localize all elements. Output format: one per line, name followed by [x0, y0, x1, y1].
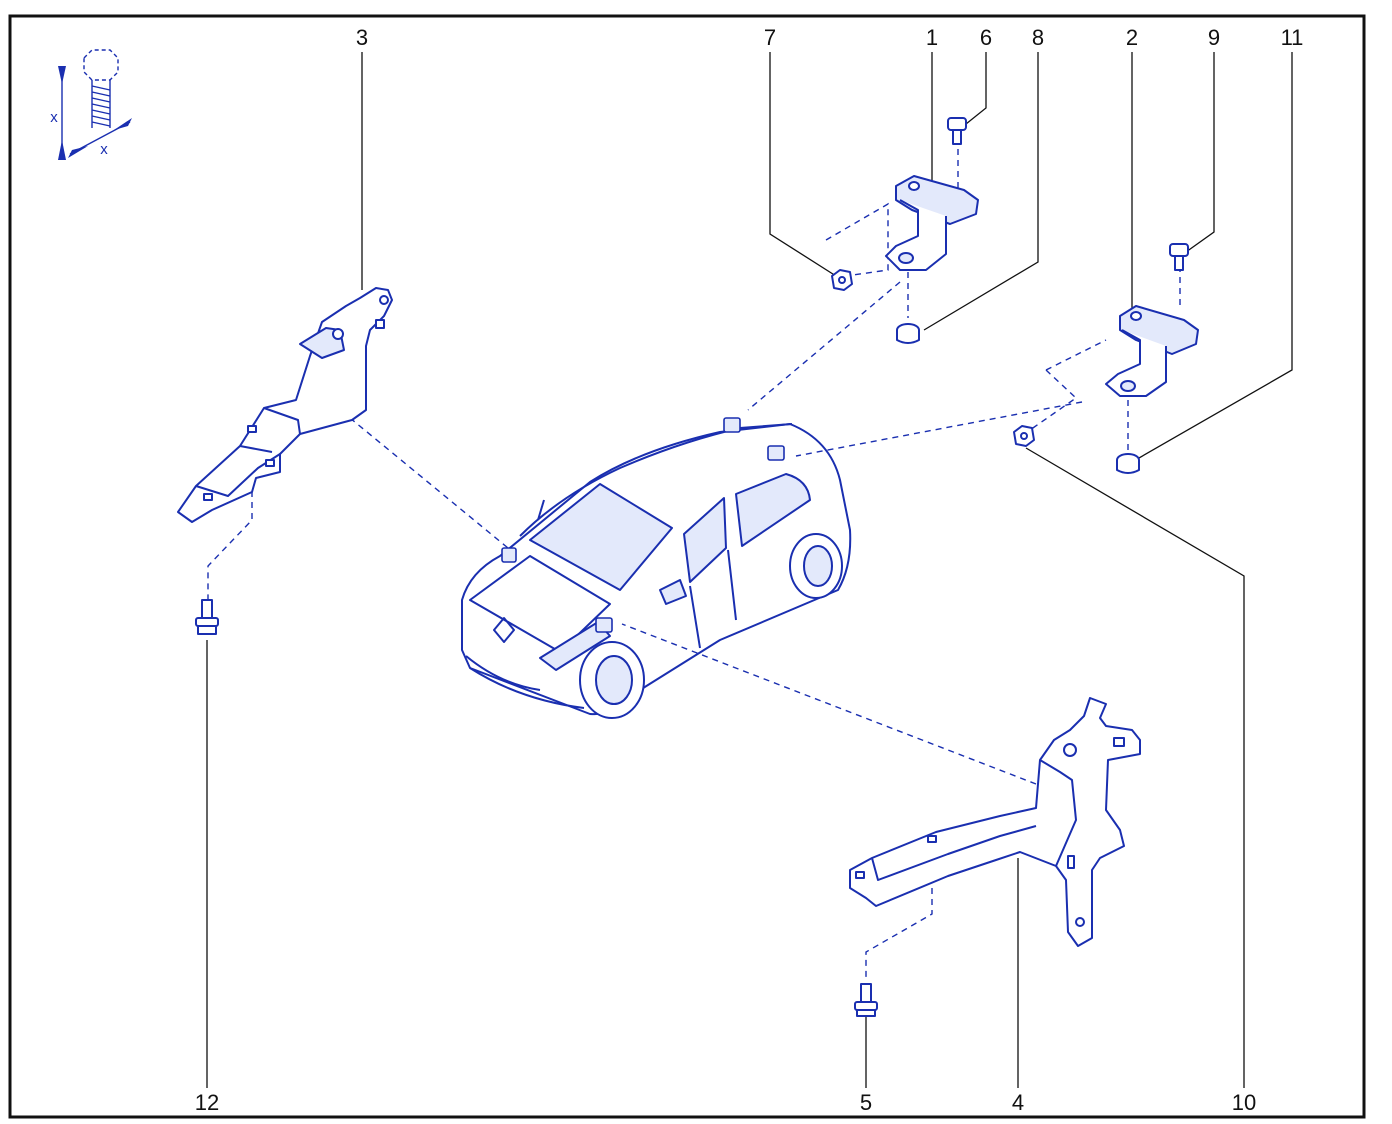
- hex-bolt-head-icon: [83, 49, 119, 81]
- front-bumper: [469, 667, 585, 709]
- fastener-axis-5: [865, 888, 933, 980]
- callout-label-7: 7: [764, 25, 776, 50]
- callout-label-4: 4: [1012, 1090, 1024, 1115]
- explosion-line-1: [747, 281, 901, 411]
- nut-icon: [1116, 453, 1140, 474]
- callout-label-12: 12: [195, 1090, 219, 1115]
- callout-label-8: 8: [1032, 25, 1044, 50]
- leader-line-8: [923, 52, 1039, 331]
- bolt-thread: [91, 85, 111, 127]
- leader-line-7: [769, 52, 837, 277]
- callout-label-9: 9: [1208, 25, 1220, 50]
- explosion-line-4: [621, 623, 1037, 785]
- front-wheel-rim: [595, 655, 633, 705]
- bracket-4-slot: [927, 835, 937, 843]
- hinge-1-arm: [885, 199, 947, 271]
- bracket-3-slot: [247, 425, 257, 433]
- bracket-4-slot: [1113, 737, 1125, 747]
- leader-line-6: [965, 52, 987, 125]
- hinge-2-pin: [1120, 380, 1136, 392]
- mount-point-2: [767, 445, 785, 461]
- bracket-4-fold: [871, 759, 1077, 881]
- mount-point-3: [501, 547, 517, 563]
- car-roof: [519, 423, 793, 537]
- car-icon: [461, 423, 852, 719]
- hinge-2-arm: [1105, 329, 1167, 397]
- callout-label-5: 5: [860, 1090, 872, 1115]
- dimension-arrow-left: [68, 146, 88, 158]
- explosion-line-3: [349, 417, 509, 549]
- dimension-arrow-right: [114, 118, 132, 130]
- leader-lines: [206, 52, 1293, 1088]
- bracket-3-hole: [379, 295, 389, 305]
- callout-labels: 3 7 1 6 8 2 9 11 12 5 4 10: [195, 25, 1304, 1115]
- callout-label-10: 10: [1232, 1090, 1256, 1115]
- hinge-part-2: [1105, 305, 1199, 397]
- hinge-part-1: [885, 175, 979, 271]
- car-hood: [469, 555, 611, 653]
- nut-icon: [831, 269, 853, 291]
- nut-icon: [1013, 425, 1035, 447]
- bracket-part-3: [177, 287, 393, 523]
- callout-label-6: 6: [980, 25, 992, 50]
- headlight: [539, 621, 611, 671]
- leader-line-9: [1185, 52, 1215, 253]
- fasteners: [195, 117, 1189, 1017]
- mount-point-4: [595, 617, 613, 633]
- callout-label-2: 2: [1126, 25, 1138, 50]
- side-window-front: [683, 497, 727, 583]
- renault-logo-icon: [493, 617, 515, 643]
- side-window-rear: [735, 473, 811, 547]
- bracket-4-hole: [1063, 743, 1077, 757]
- callout-label-11: 11: [1281, 25, 1304, 50]
- bracket-3-slot: [375, 319, 385, 329]
- bolt-dimension-symbol: [58, 49, 132, 160]
- bracket-4-slot: [1067, 855, 1075, 869]
- explosion-lines: [207, 138, 1181, 980]
- dimension-arrow-top: [58, 66, 66, 84]
- hinge-1-pin: [908, 181, 920, 191]
- bracket-3-slot: [203, 493, 213, 501]
- dimension-label-y: x: [50, 109, 58, 126]
- callout-label-3: 3: [356, 25, 368, 50]
- mount-points: [501, 417, 785, 633]
- side-mirror: [659, 579, 687, 605]
- bolt-icon: [1169, 243, 1189, 271]
- nut-icon: [896, 323, 920, 344]
- bolt-icon: [947, 117, 967, 145]
- callout-label-1: 1: [926, 25, 938, 50]
- bracket-4-body: [849, 697, 1141, 947]
- dimension-arrow-bottom: [58, 140, 66, 160]
- bolt-icon: [854, 983, 878, 1017]
- bracket-4-slot: [855, 871, 865, 879]
- diagram-border: [8, 14, 1366, 1119]
- fastener-axis-10: [1029, 339, 1107, 431]
- windshield: [529, 483, 673, 591]
- front-grille: [465, 655, 541, 691]
- rear-wheel-rim: [803, 545, 833, 587]
- mount-point-1: [723, 417, 741, 433]
- dimension-label-x: x: [100, 141, 108, 158]
- bolt-icon: [195, 599, 219, 635]
- fastener-axis-7: [825, 202, 889, 277]
- bracket-3-hole: [332, 328, 344, 340]
- hinge-1-pin: [898, 252, 914, 264]
- bracket-3-body: [177, 287, 393, 523]
- bracket-4-hole: [1075, 917, 1085, 927]
- bracket-part-4: [849, 697, 1141, 947]
- explosion-line-2: [795, 401, 1083, 457]
- bolt-dimension-labels: x x: [50, 109, 108, 158]
- leader-line-10: [1025, 447, 1245, 1088]
- hinge-2-pin: [1130, 311, 1142, 321]
- fastener-axis-12: [207, 480, 253, 600]
- antenna: [537, 499, 545, 521]
- door-line: [689, 549, 737, 649]
- bracket-3-slot: [265, 459, 275, 467]
- leader-line-11: [1131, 52, 1293, 463]
